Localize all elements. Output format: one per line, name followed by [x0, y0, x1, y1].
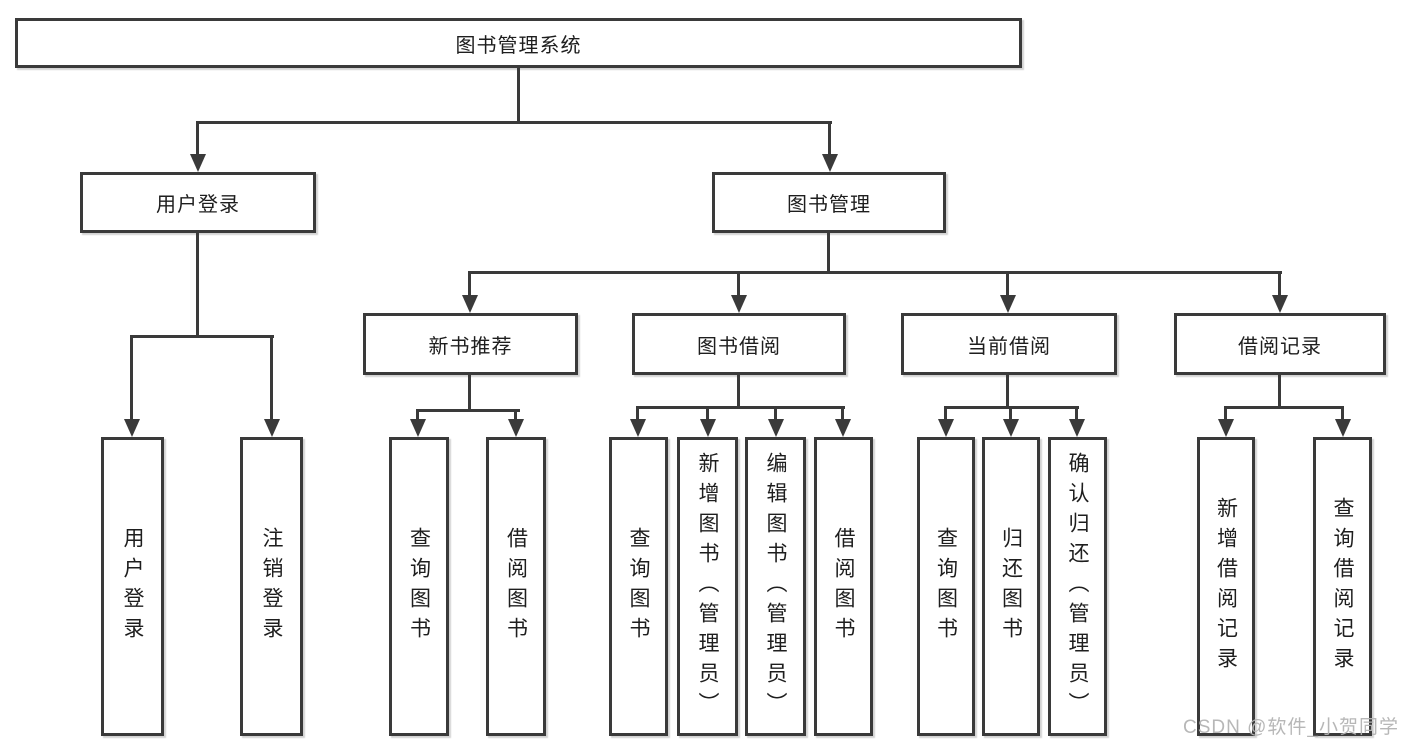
- node-book-borrow-label: 图书借阅: [697, 335, 781, 358]
- arrow-down-icon: [508, 419, 524, 437]
- leaf-return-book-label: 归还图书: [999, 526, 1023, 647]
- connector-bookmgmt-bus: [468, 271, 1282, 274]
- arrow-down-icon: [1272, 295, 1288, 313]
- leaf-confirm-return-admin-label: 确认归还（管理员）: [1066, 451, 1089, 722]
- arrow-down-icon: [264, 419, 280, 437]
- arrow-down-icon: [768, 419, 784, 437]
- arrow-down-icon: [835, 419, 851, 437]
- leaf-borrow-query-book: 查询图书: [609, 437, 668, 736]
- leaf-confirm-return-admin: 确认归还（管理员）: [1048, 437, 1107, 736]
- connector-userlogin-drop-2: [270, 335, 273, 419]
- leaf-borrow-book-label: 借阅图书: [832, 526, 855, 647]
- connector-root-drop-right: [828, 121, 831, 154]
- leaf-add-borrow-record-label: 新增借阅记录: [1214, 496, 1238, 677]
- arrow-down-icon: [410, 419, 426, 437]
- node-root: 图书管理系统: [15, 18, 1022, 68]
- node-root-label: 图书管理系统: [455, 34, 582, 57]
- leaf-add-book-admin: 新增图书（管理员）: [677, 437, 738, 736]
- leaf-edit-book-admin: 编辑图书（管理员）: [745, 437, 806, 736]
- leaf-recommend-query-book: 查询图书: [389, 437, 449, 736]
- node-current-borrow: 当前借阅: [901, 313, 1117, 375]
- arrow-down-icon: [1335, 419, 1351, 437]
- arrow-down-icon: [1218, 419, 1234, 437]
- leaf-add-borrow-record: 新增借阅记录: [1197, 437, 1255, 736]
- leaf-query-borrow-record-label: 查询借阅记录: [1331, 496, 1354, 677]
- leaf-query-borrow-record: 查询借阅记录: [1313, 437, 1372, 736]
- connector-borrow-bus: [636, 406, 845, 409]
- leaf-user-login: 用户登录: [101, 437, 164, 736]
- node-book-management-label: 图书管理: [787, 194, 871, 216]
- leaf-logout-label: 注销登录: [260, 526, 283, 647]
- node-book-borrow: 图书借阅: [632, 313, 846, 375]
- connector-bookmgmt-drop-2: [737, 271, 740, 295]
- connector-root-bus: [196, 121, 832, 124]
- connector-records-bus: [1224, 406, 1344, 409]
- node-current-borrow-label: 当前借阅: [967, 335, 1051, 358]
- arrow-down-icon: [124, 419, 140, 437]
- connector-recommend-stem: [468, 375, 471, 412]
- connector-borrow-drop-2: [706, 406, 709, 419]
- leaf-logout: 注销登录: [240, 437, 303, 736]
- connector-records-drop-1: [1224, 406, 1227, 419]
- arrow-down-icon: [822, 154, 838, 172]
- connector-borrow-drop-1: [636, 406, 639, 419]
- node-borrow-records-label: 借阅记录: [1238, 335, 1322, 358]
- leaf-borrow-book: 借阅图书: [814, 437, 873, 736]
- connector-borrow-drop-3: [774, 406, 777, 419]
- connector-userlogin-stem: [196, 233, 199, 338]
- arrow-down-icon: [1069, 419, 1085, 437]
- leaf-add-book-admin-label: 新增图书（管理员）: [696, 451, 719, 722]
- connector-recommend-drop-2: [514, 409, 517, 419]
- connector-bookmgmt-stem: [827, 233, 830, 274]
- arrow-down-icon: [938, 419, 954, 437]
- arrow-down-icon: [731, 295, 747, 313]
- node-book-management: 图书管理: [712, 172, 946, 233]
- leaf-recommend-borrow-book: 借阅图书: [486, 437, 546, 736]
- connector-recommend-bus: [416, 409, 520, 412]
- csdn-watermark: CSDN @软件_小贺同学: [1183, 717, 1399, 738]
- node-new-book-recommend-label: 新书推荐: [428, 335, 513, 358]
- arrow-down-icon: [630, 419, 646, 437]
- connector-current-drop-1: [944, 406, 947, 419]
- leaf-current-query-book-label: 查询图书: [934, 526, 958, 647]
- arrow-down-icon: [190, 154, 206, 172]
- leaf-current-query-book: 查询图书: [917, 437, 975, 736]
- leaf-borrow-query-book-label: 查询图书: [627, 526, 650, 647]
- node-borrow-records: 借阅记录: [1174, 313, 1386, 375]
- leaf-recommend-borrow-book-label: 借阅图书: [504, 526, 528, 647]
- connector-borrow-stem: [737, 375, 740, 409]
- connector-records-stem: [1278, 375, 1281, 409]
- connector-userlogin-bus: [130, 335, 274, 338]
- arrow-down-icon: [700, 419, 716, 437]
- connector-bookmgmt-drop-4: [1278, 271, 1281, 295]
- connector-root-stem: [517, 68, 520, 124]
- leaf-edit-book-admin-label: 编辑图书（管理员）: [764, 451, 787, 722]
- connector-current-drop-2: [1009, 406, 1012, 419]
- connector-recommend-drop-1: [416, 409, 419, 419]
- connector-root-drop-left: [196, 121, 199, 154]
- connector-borrow-drop-4: [841, 406, 844, 419]
- leaf-user-login-label: 用户登录: [121, 526, 144, 647]
- connector-records-drop-2: [1341, 406, 1344, 419]
- connector-current-stem: [1006, 375, 1009, 409]
- node-new-book-recommend: 新书推荐: [363, 313, 578, 375]
- connector-bookmgmt-drop-1: [468, 271, 471, 295]
- node-user-login-label: 用户登录: [156, 194, 240, 216]
- leaf-return-book: 归还图书: [982, 437, 1040, 736]
- connector-current-drop-3: [1075, 406, 1078, 419]
- leaf-recommend-query-book-label: 查询图书: [407, 526, 431, 647]
- arrow-down-icon: [1000, 295, 1016, 313]
- connector-userlogin-drop-1: [130, 335, 133, 419]
- arrow-down-icon: [462, 295, 478, 313]
- connector-bookmgmt-drop-3: [1006, 271, 1009, 295]
- arrow-down-icon: [1003, 419, 1019, 437]
- node-user-login: 用户登录: [80, 172, 316, 233]
